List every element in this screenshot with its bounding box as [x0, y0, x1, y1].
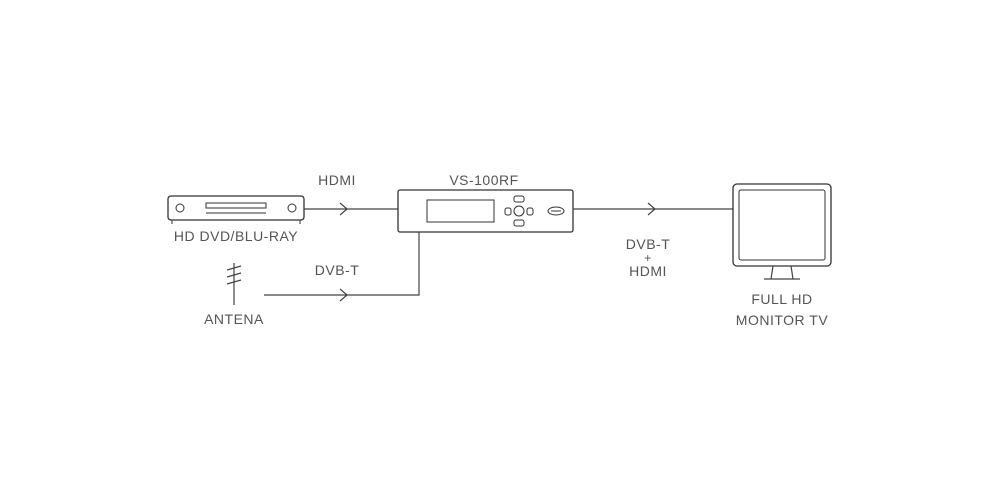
- monitor-tv-icon: [732, 183, 832, 280]
- antenna-label: ANTENA: [204, 311, 264, 327]
- dvbt-input-label: DVB-T: [315, 262, 360, 278]
- player-label: HD DVD/BLU-RAY: [174, 228, 298, 244]
- dvbt-input-line: [264, 232, 420, 296]
- output-label-line1: DVB-T: [626, 236, 671, 252]
- output-label-line2: HDMI: [629, 263, 667, 279]
- hdmi-input-label: HDMI: [318, 172, 356, 188]
- monitor-label-line1: FULL HD: [751, 291, 812, 307]
- bluray-player-icon: [167, 195, 305, 224]
- modulator-label: VS-100RF: [449, 172, 518, 188]
- hdmi-arrow-icon: [339, 202, 348, 216]
- dvbt-arrow-icon: [339, 288, 348, 302]
- output-label-plus: +: [644, 251, 652, 265]
- monitor-label-line2: MONITOR TV: [736, 312, 829, 328]
- output-arrow-icon: [647, 202, 656, 216]
- antenna-icon: [226, 263, 242, 305]
- modulator-icon: [397, 189, 574, 233]
